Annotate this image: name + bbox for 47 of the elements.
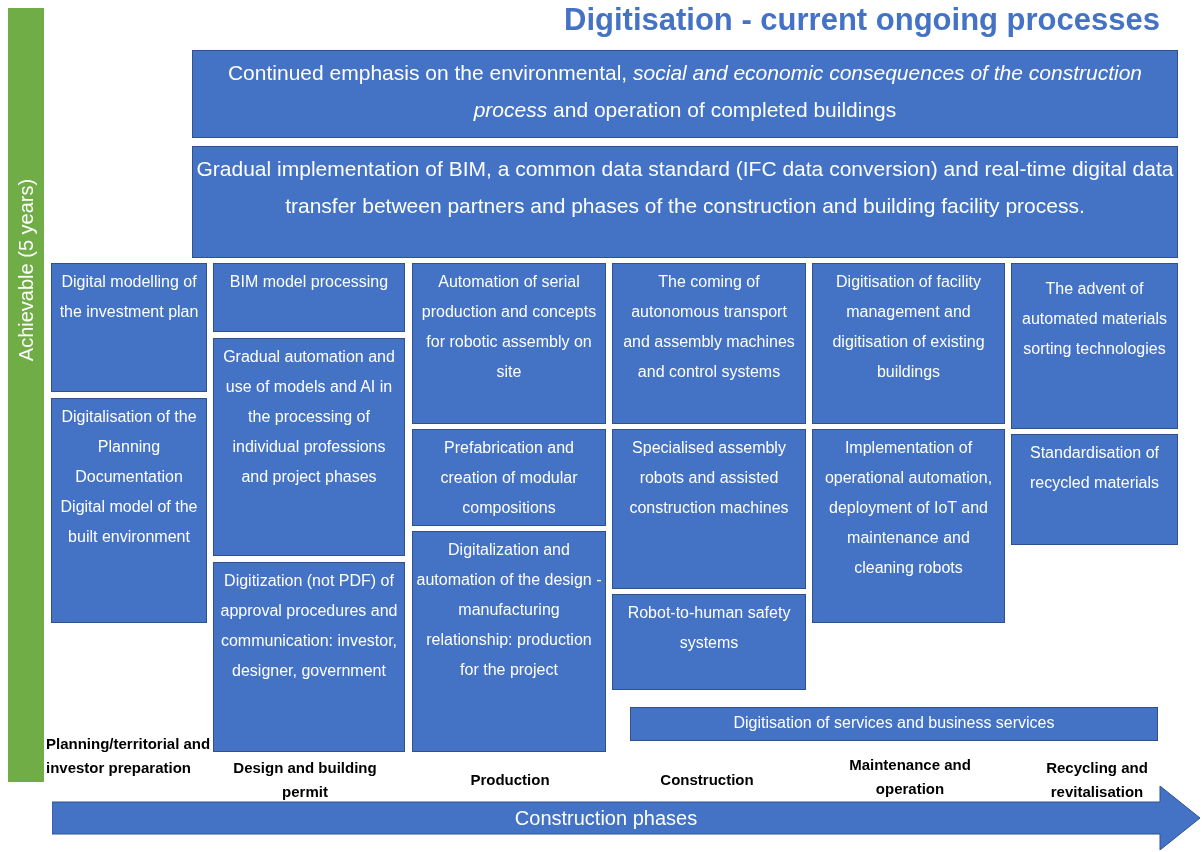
box-text: BIM model processing	[229, 272, 389, 292]
bar-text: Achievable (5 years)	[14, 178, 38, 362]
process-box	[612, 429, 806, 589]
diagram-title: Digitisation - current ongoing processes	[563, 2, 1160, 38]
phase-label: Production	[469, 770, 551, 790]
process-box	[213, 562, 405, 752]
box-text: Prefabrication and creation of modular compositions	[439, 438, 579, 518]
process-box	[412, 429, 606, 526]
process-box	[412, 263, 606, 424]
box-text: Digitalisation of the Planning Documentation	[60, 407, 198, 487]
process-box	[1011, 263, 1178, 429]
box-text: Gradual implementation of BIM, a common data standard (IFC data conversion) and real-time digital data transfer between partners and phases of the construction and building facility process.	[196, 156, 1174, 219]
box-text: Specialised assembly robots and assisted construction machines	[628, 438, 790, 518]
process-box	[412, 531, 606, 752]
box-text: Digitisation of facility management and digitisation of existing buildings	[831, 272, 986, 382]
box-text: Standardisation of recycled materials	[1029, 443, 1160, 493]
box-text: Automation of serial production and concepts for robotic assembly on site	[420, 272, 598, 382]
phase-label: Maintenance and operation	[848, 755, 972, 799]
process-box	[51, 263, 207, 392]
box-text: Continued emphasis on the environmental, social and economic consequences of the construction process and operation of completed buildings	[226, 60, 1144, 123]
box-text: Robot-to-human safety systems	[626, 603, 792, 653]
process-box	[812, 263, 1005, 424]
process-box	[612, 594, 806, 690]
box-text: The coming of autonomous transport and assembly machines and control systems	[622, 272, 796, 382]
box-text: Gradual automation and use of models and AI in the processing of individual professions and project phases	[222, 347, 396, 487]
box-text: Digitalization and automation of the design - manufacturing relationship: production for the project	[416, 540, 602, 680]
box-text: Digitisation of services and business services	[733, 712, 1055, 733]
box-text: Digitization (not PDF) of approval procedures and communication: investor, designer, government	[219, 571, 399, 681]
arrow-text: Construction phases	[514, 806, 698, 830]
phase-label: Design and building permit	[232, 758, 378, 802]
process-box	[192, 50, 1178, 138]
process-box	[630, 707, 1158, 741]
phase-label: Planning/territorial and investor preparation	[46, 734, 212, 778]
box-text: Digital modelling of the investment plan	[58, 272, 200, 322]
phase-label: Recycling and revitalisation	[1045, 758, 1149, 802]
process-box	[213, 263, 405, 332]
process-box	[51, 398, 207, 623]
process-box	[192, 146, 1178, 258]
process-box	[812, 429, 1005, 623]
box-text: Implementation of operational automation, deployment of IoT and maintenance and cleaning robots	[823, 438, 994, 578]
process-box	[1011, 434, 1178, 545]
box-text: The advent of automated materials sorting technologies	[1021, 279, 1168, 359]
process-box	[213, 338, 405, 556]
timeframe-bar	[8, 8, 44, 782]
process-box	[612, 263, 806, 424]
phase-label: Construction	[659, 770, 755, 790]
box-text: Digital model of the built environment	[59, 497, 199, 547]
